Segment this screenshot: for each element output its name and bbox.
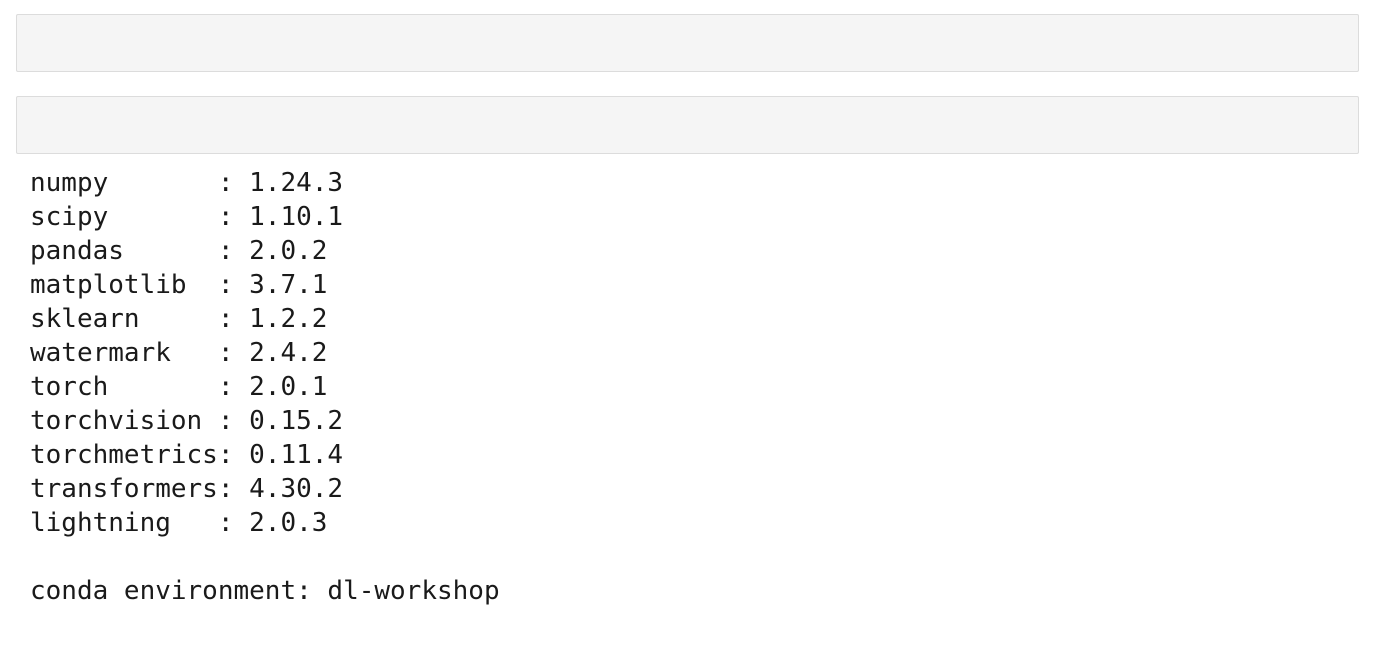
package-version-row: scipy: 1.10.1: [30, 200, 1359, 234]
package-version-row: sklearn: 1.2.2: [30, 302, 1359, 336]
cell-output-area: numpy: 1.24.3 scipy: 1.10.1 pandas: 2.0.…: [30, 166, 1359, 608]
package-name: torchmetrics: [30, 440, 218, 470]
name-version-separator: :: [217, 338, 250, 368]
package-name: torchvision: [30, 406, 203, 436]
notebook-area: %load_ext watermark %watermark -- conda …: [0, 14, 1374, 654]
package-version: 2.4.2: [249, 338, 328, 368]
name-version-separator: :: [217, 474, 250, 504]
package-version-row: lightning: 2.0.3: [30, 506, 1359, 540]
package-version: 1.10.1: [249, 202, 344, 232]
code-cell-watermark[interactable]: %watermark -- conda - p numpy,scipy,pand…: [16, 96, 1359, 154]
package-name: scipy: [30, 202, 109, 232]
name-version-separator: :: [217, 304, 250, 334]
name-version-separator: :: [217, 508, 250, 538]
name-version-separator: :: [217, 440, 250, 470]
package-name: transformers: [30, 474, 218, 504]
package-name: sklearn: [30, 304, 140, 334]
package-version-list: numpy: 1.24.3 scipy: 1.10.1 pandas: 2.0.…: [30, 166, 1359, 540]
package-version: 2.0.2: [249, 236, 328, 266]
package-version-row: torchmetrics: 0.11.4: [30, 438, 1359, 472]
package-version: 4.30.2: [249, 474, 344, 504]
package-name: pandas: [30, 236, 124, 266]
package-version-row: matplotlib: 3.7.1: [30, 268, 1359, 302]
package-version-row: torch: 2.0.1: [30, 370, 1359, 404]
package-version: 3.7.1: [249, 270, 328, 300]
package-version-row: numpy: 1.24.3: [30, 166, 1359, 200]
package-name: matplotlib: [30, 270, 187, 300]
name-version-separator: :: [217, 406, 250, 436]
name-version-separator: :: [217, 270, 250, 300]
name-version-separator: :: [217, 236, 250, 266]
package-version: 0.15.2: [249, 406, 344, 436]
package-name: watermark: [30, 338, 171, 368]
package-version: 2.0.3: [249, 508, 328, 538]
name-version-separator: :: [217, 202, 250, 232]
name-version-separator: :: [217, 372, 250, 402]
package-version-row: transformers: 4.30.2: [30, 472, 1359, 506]
package-version: 0.11.4: [249, 440, 344, 470]
conda-environment-line: conda environment: dl-workshop: [30, 576, 500, 606]
package-version: 1.24.3: [249, 168, 344, 198]
package-version: 1.2.2: [249, 304, 328, 334]
package-version-row: torchvision: 0.15.2: [30, 404, 1359, 438]
package-name: lightning: [30, 508, 171, 538]
package-name: torch: [30, 372, 109, 402]
code-cell-load-ext[interactable]: %load_ext watermark: [16, 14, 1359, 72]
package-name: numpy: [30, 168, 109, 198]
package-version-row: pandas: 2.0.2: [30, 234, 1359, 268]
name-version-separator: :: [217, 168, 250, 198]
package-version-row: watermark: 2.4.2: [30, 336, 1359, 370]
package-version: 2.0.1: [249, 372, 328, 402]
